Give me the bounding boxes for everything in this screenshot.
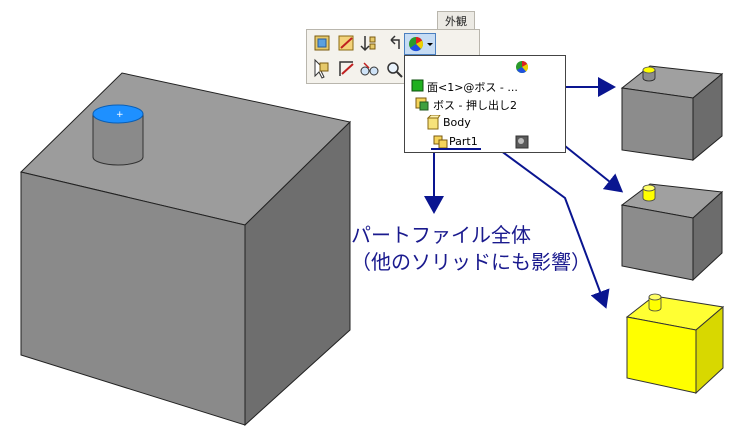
popup-item-feature-label: ボス - 押し出し2 — [433, 99, 517, 112]
select-icon[interactable] — [314, 58, 329, 79]
caption: パートファイル全体 （他のソリッドにも影響） — [351, 222, 591, 276]
undo-arrow-icon[interactable] — [390, 35, 400, 49]
part-underline — [431, 148, 481, 150]
svg-text:+: + — [116, 110, 124, 120]
edit-appearance-icon[interactable] — [338, 35, 354, 51]
color-wheel-icon — [409, 36, 424, 52]
view-glasses-icon[interactable] — [360, 62, 379, 76]
popup-item-body[interactable]: Body — [407, 115, 563, 131]
popup-item-part[interactable]: Part1 — [407, 133, 563, 151]
caption-line-2: （他のソリッドにも影響） — [351, 250, 591, 274]
sort-icon[interactable] — [360, 36, 376, 52]
color-ball-icon[interactable] — [515, 60, 529, 74]
popup-item-feature[interactable]: ボス - 押し出し2 — [407, 96, 563, 112]
appearance-button[interactable] — [404, 33, 436, 55]
main-cube — [20, 72, 352, 427]
popup-item-face[interactable]: 面<1>@ボス - ... — [407, 78, 563, 94]
zoom-icon[interactable] — [387, 62, 403, 78]
popup-item-body-label: Body — [443, 116, 471, 129]
tab-appearance[interactable]: 外観 — [437, 11, 475, 31]
popup-item-part-label: Part1 — [449, 135, 478, 148]
gray-sphere-icon[interactable] — [515, 135, 529, 149]
feature-icon — [415, 97, 429, 111]
selected-face — [92, 104, 144, 124]
result-cube-part — [625, 293, 725, 395]
part-icon — [433, 135, 448, 149]
appearance-popup: 面<1>@ボス - ... ボス - 押し出し2 Body Part1 — [404, 55, 566, 153]
body-icon — [426, 115, 441, 130]
part-appearance-icon[interactable] — [314, 35, 330, 51]
popup-item-face-label: 面<1>@ボス - ... — [427, 81, 518, 94]
sketch-icon[interactable] — [339, 61, 354, 76]
result-cube-face — [620, 65, 724, 162]
result-cube-feature — [620, 183, 724, 282]
chevron-down-icon — [427, 43, 433, 46]
face-icon — [411, 79, 424, 92]
caption-line-1: パートファイル全体 — [351, 223, 531, 247]
boss-cylinder[interactable]: + — [92, 104, 144, 166]
